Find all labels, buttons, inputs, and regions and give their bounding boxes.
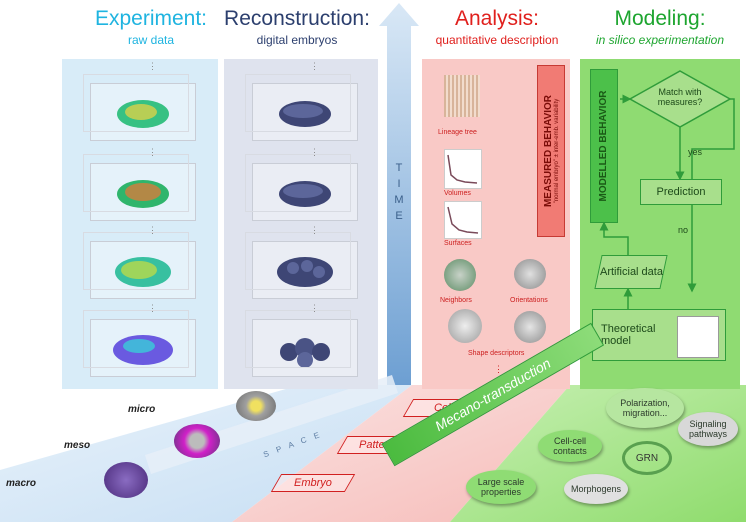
theoretical-model-label: Theoretical model: [601, 323, 656, 347]
dots: ⋮: [148, 147, 157, 157]
scale-meso: meso: [64, 440, 91, 451]
modeling-header: Modeling: in silico experimentation: [580, 8, 740, 46]
raw-volume-3: [83, 232, 196, 299]
dots: ⋮: [310, 225, 319, 235]
dots: ⋮: [148, 225, 157, 235]
surfaces-label: Surfaces: [444, 240, 472, 247]
modeling-panel: MODELLED BEHAVIOR Match with measures? y…: [580, 59, 740, 389]
reconstruction-title: Reconstruction:: [224, 7, 370, 30]
volumes-label: Volumes: [444, 190, 471, 197]
signaling-ellipse: Signaling pathways: [678, 412, 738, 446]
grn-cycle: GRN: [622, 441, 672, 475]
dots: ⋮: [148, 303, 157, 313]
scale-micro: micro: [128, 404, 156, 415]
dots: ⋮: [310, 303, 319, 313]
theoretical-model-box: Theoretical model: [592, 309, 726, 361]
shape-descriptors-label: Shape descriptors: [468, 350, 525, 357]
measured-behavior-bar: MEASURED BEHAVIOR "normal embryo" ± inte…: [537, 65, 565, 237]
reconstruction-header: Reconstruction: digital embryos: [222, 8, 372, 46]
level-embryo-label: Embryo: [294, 477, 332, 489]
raw-volume-1: [83, 74, 196, 141]
analysis-panel: Lineage tree Volumes Surfaces Neighbors …: [422, 59, 570, 389]
raw-volume-4: [83, 310, 196, 377]
volumes-plot: [444, 149, 482, 189]
measured-behavior-title: MEASURED BEHAVIOR: [542, 94, 554, 208]
level-embryo: Embryo: [270, 474, 356, 492]
yes-label: yes: [688, 147, 703, 157]
match-label: Match with measures?: [657, 87, 703, 107]
dots: ⋮: [310, 147, 319, 157]
analysis-title: Analysis:: [454, 7, 540, 30]
no-label: no: [678, 225, 689, 235]
dots: ⋮: [148, 61, 157, 71]
dots: ⋮: [310, 61, 319, 71]
polarization-ellipse: Polarization, migration...: [606, 388, 684, 428]
experiment-subtitle: raw data: [127, 33, 175, 47]
digital-embryo-2: [245, 154, 358, 221]
scale-macro: macro: [6, 478, 37, 489]
measured-behavior-text: MEASURED BEHAVIOR "normal embryo" ± inte…: [538, 66, 564, 236]
experiment-header: Experiment: raw data: [86, 8, 216, 46]
modeling-title: Modeling:: [614, 7, 706, 30]
experiment-panel: ⋮ ⋮ ⋮ ⋮: [62, 59, 218, 389]
shape-image-2: [514, 311, 546, 343]
analysis-header: Analysis: quantitative description: [424, 8, 570, 46]
neighbors-label: Neighbors: [440, 297, 472, 304]
artificial-data-label: Artificial data: [599, 266, 663, 278]
model-equation-image: [677, 316, 719, 358]
lineage-tree-label: Lineage tree: [438, 129, 477, 136]
shape-image-1: [448, 309, 482, 343]
surfaces-plot: [444, 201, 482, 239]
modelled-behavior-bar: MODELLED BEHAVIOR: [590, 69, 618, 223]
reconstruction-subtitle: digital embryos: [256, 33, 338, 47]
experiment-title: Experiment:: [94, 7, 208, 30]
modelled-behavior-text: MODELLED BEHAVIOR: [598, 90, 609, 202]
modeling-subtitle: in silico experimentation: [595, 33, 725, 47]
morphogens-ellipse: Morphogens: [564, 474, 628, 504]
meso-embryo-image: [174, 424, 220, 458]
digital-embryo-4: [245, 310, 358, 377]
micro-embryo-image: [236, 391, 276, 421]
digital-embryo-1: [245, 74, 358, 141]
measured-behavior-sub: "normal embryo" ± inter-emb. variability: [553, 98, 560, 204]
time-axis-label: T I M E: [394, 162, 404, 222]
raw-volume-2: [83, 154, 196, 221]
dots: ⋮: [494, 364, 503, 374]
macro-embryo-image: [104, 462, 148, 498]
orientations-label: Orientations: [510, 297, 548, 304]
reconstruction-panel: ⋮ ⋮ ⋮ ⋮: [224, 59, 378, 389]
neighbors-image: [444, 259, 476, 291]
cell-cell-ellipse: Cell-cell contacts: [538, 430, 602, 462]
analysis-subtitle: quantitative description: [435, 33, 559, 47]
prediction-box: Prediction: [640, 179, 722, 205]
lineage-tree-image: [444, 75, 480, 117]
artificial-data-box: Artificial data: [594, 255, 668, 289]
orientations-image: [514, 259, 546, 289]
digital-embryo-3: [245, 232, 358, 299]
large-scale-ellipse: Large scale properties: [466, 470, 536, 504]
